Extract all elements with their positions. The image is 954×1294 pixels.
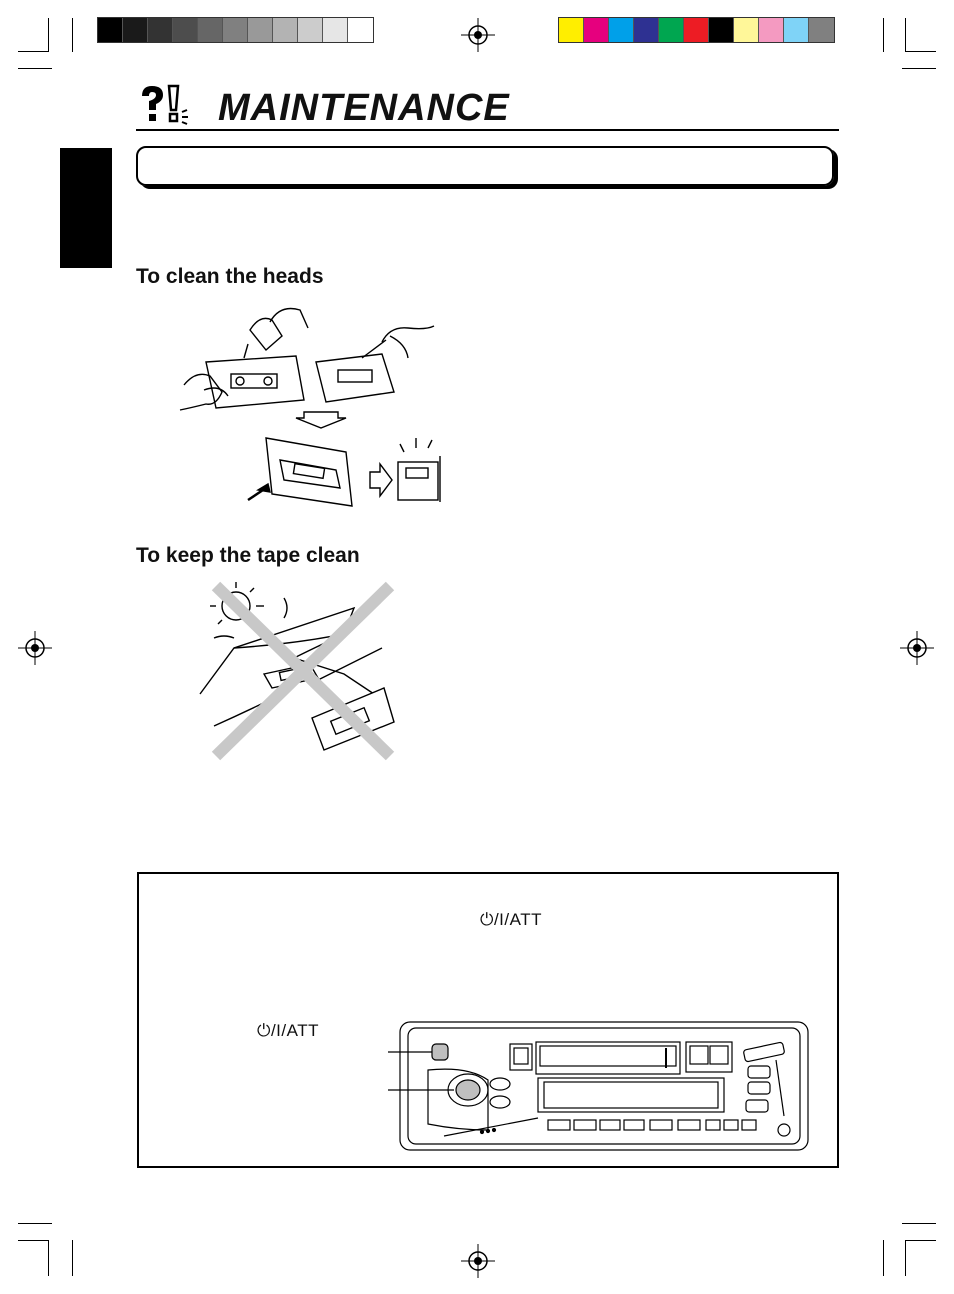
- car-stereo-front-panel: [388, 1021, 809, 1151]
- keep-tape-clean-illustration: [199, 581, 395, 761]
- process-swatch-4: [634, 18, 659, 42]
- process-swatch-10: [784, 18, 809, 42]
- process-swatch-5: [659, 18, 684, 42]
- process-swatch-11: [809, 18, 834, 42]
- grayscale-swatch-9: [298, 18, 323, 42]
- clean-heads-heading: To clean the heads: [136, 265, 324, 288]
- question-exclamation-icon: [142, 84, 188, 125]
- process-swatch-2: [584, 18, 609, 42]
- registration-target-left: [18, 631, 52, 665]
- grayscale-swatch-1: [98, 18, 123, 42]
- process-swatch-8: [734, 18, 759, 42]
- process-color-strip: [558, 17, 835, 43]
- language-side-tab: [60, 148, 112, 268]
- registration-target-bottom: [461, 1244, 495, 1278]
- title-rule: [136, 129, 839, 131]
- section-heading-bar: [136, 146, 834, 186]
- grayscale-swatch-7: [248, 18, 273, 42]
- grayscale-swatch-8: [273, 18, 298, 42]
- page-title: MAINTENANCE: [218, 87, 510, 129]
- power-att-label-top: ⏻/I/ATT: [480, 910, 542, 929]
- registration-target-right: [900, 631, 934, 665]
- grayscale-swatch-11: [348, 18, 373, 42]
- grayscale-swatch-5: [198, 18, 223, 42]
- grayscale-swatch-6: [223, 18, 248, 42]
- process-swatch-7: [709, 18, 734, 42]
- grayscale-swatch-10: [323, 18, 348, 42]
- grayscale-swatch-2: [123, 18, 148, 42]
- grayscale-swatch-4: [173, 18, 198, 42]
- power-att-label-left: ⏻/I/ATT: [257, 1021, 319, 1040]
- keep-tape-clean-heading: To keep the tape clean: [136, 544, 360, 567]
- process-swatch-3: [609, 18, 634, 42]
- process-swatch-1: [559, 18, 584, 42]
- grayscale-color-strip: [97, 17, 374, 43]
- registration-target-top: [461, 18, 495, 52]
- process-swatch-9: [759, 18, 784, 42]
- process-swatch-6: [684, 18, 709, 42]
- grayscale-swatch-3: [148, 18, 173, 42]
- note-box: [137, 872, 839, 1168]
- clean-heads-illustration: [179, 307, 441, 507]
